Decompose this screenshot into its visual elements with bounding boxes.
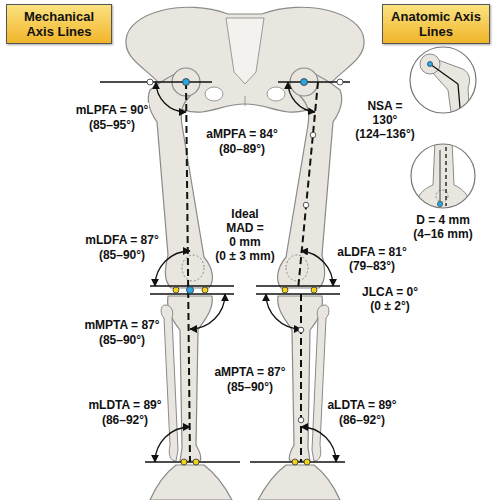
patella bbox=[182, 255, 204, 281]
ankle-dot bbox=[193, 459, 199, 465]
header-box: Mechanical Axis Lines bbox=[6, 4, 112, 44]
femur bbox=[148, 72, 212, 288]
angle-label: mLPFA = 90° bbox=[75, 103, 150, 117]
shaft-axis bbox=[445, 140, 446, 206]
angle-arc bbox=[156, 82, 186, 112]
inset-circle bbox=[411, 144, 475, 208]
angle-label: (80–89°) bbox=[218, 142, 266, 156]
femoral-joint-line bbox=[256, 285, 340, 286]
neck-axis bbox=[430, 64, 458, 84]
angle-arc bbox=[155, 427, 190, 462]
angle-label: (0 ± 3 mm) bbox=[214, 249, 275, 263]
angle-label: mMPTA = 87° bbox=[83, 318, 160, 332]
header-box: Anatomic Axis Lines bbox=[382, 4, 490, 44]
angle-arc bbox=[190, 294, 225, 329]
angle-arc bbox=[288, 82, 315, 112]
ankle-dot bbox=[292, 459, 298, 465]
hip-center-dot bbox=[301, 79, 308, 86]
angle-label: aLDFA = 81° bbox=[336, 245, 407, 259]
axis-point bbox=[337, 79, 343, 85]
angle-label: 0 mm bbox=[228, 235, 261, 249]
angle-arc bbox=[266, 294, 301, 329]
angle-label: (86–92°) bbox=[101, 413, 149, 427]
header-title: Mechanical Axis Lines bbox=[12, 9, 106, 39]
angle-label: NSA = bbox=[366, 99, 403, 113]
angle-label: (4–16 mm) bbox=[412, 227, 473, 241]
head-center-dot bbox=[427, 61, 432, 66]
femoral-anatomic-axis bbox=[298, 82, 318, 290]
angle-label: aMPTA = 87° bbox=[213, 365, 286, 379]
inset-circle bbox=[410, 47, 476, 113]
joint-dot bbox=[311, 287, 317, 293]
axis-point bbox=[298, 417, 304, 423]
angle-label: mLDFA = 87° bbox=[84, 233, 159, 247]
header-title: Anatomic Axis Lines bbox=[388, 9, 484, 39]
angle-label: (85–90°) bbox=[98, 248, 146, 262]
tibial-anatomic-axis bbox=[300, 294, 302, 462]
knee-center-dot bbox=[187, 287, 194, 294]
angle-label: (85–90°) bbox=[226, 380, 274, 394]
angle-label: aMPFA = 84° bbox=[205, 127, 278, 141]
angle-label: MAD = bbox=[225, 221, 265, 235]
angle-label: (124–136°) bbox=[354, 127, 416, 141]
angle-label: 130° bbox=[372, 113, 399, 127]
shaft-axis bbox=[458, 84, 461, 120]
joint-dot bbox=[173, 287, 179, 293]
axis-point bbox=[310, 132, 316, 138]
angle-label: JLCA = 0° bbox=[361, 285, 419, 299]
angle-label: (79–83°) bbox=[348, 259, 396, 273]
femoral-joint-line bbox=[150, 285, 234, 286]
knee-center-dot bbox=[437, 201, 442, 206]
distal-femur-inset bbox=[411, 140, 475, 212]
tibial-joint-line bbox=[256, 293, 340, 294]
center-line bbox=[440, 150, 441, 206]
obturator-foramen bbox=[205, 87, 223, 101]
joint-dot bbox=[282, 287, 288, 293]
ankle-dot bbox=[181, 459, 187, 465]
tibial-joint-line bbox=[150, 293, 234, 294]
obturator-foramen bbox=[267, 87, 285, 101]
angle-label: (0 ± 2°) bbox=[369, 299, 410, 313]
joint-dot bbox=[202, 287, 208, 293]
angle-label: mLDTA = 89° bbox=[87, 398, 162, 412]
femoral-head bbox=[420, 54, 440, 74]
fibula bbox=[161, 305, 178, 461]
ankle-dot bbox=[304, 459, 310, 465]
sacrum bbox=[226, 18, 264, 84]
angle-arc bbox=[301, 427, 336, 462]
angle-arc bbox=[301, 251, 333, 286]
angle-label: aLDTA = 89° bbox=[326, 398, 397, 412]
angle-label: (86–92°) bbox=[338, 413, 386, 427]
axis-point bbox=[303, 202, 309, 208]
ankle-line bbox=[145, 461, 240, 463]
hip-center-dot bbox=[183, 79, 190, 86]
foot bbox=[150, 465, 232, 500]
axis-point bbox=[298, 327, 304, 333]
angle-label: (85–90°) bbox=[98, 333, 146, 347]
angle-label: D = 4 mm bbox=[415, 213, 471, 227]
angle-label: (85–95°) bbox=[88, 118, 136, 132]
mechanical-axis bbox=[186, 82, 190, 462]
neck-shaft-inset bbox=[410, 47, 476, 120]
angle-arc bbox=[155, 251, 190, 286]
axis-point bbox=[147, 79, 153, 85]
distal-femur bbox=[417, 140, 469, 212]
angle-label: Ideal bbox=[230, 207, 259, 221]
symphysis bbox=[245, 96, 246, 106]
